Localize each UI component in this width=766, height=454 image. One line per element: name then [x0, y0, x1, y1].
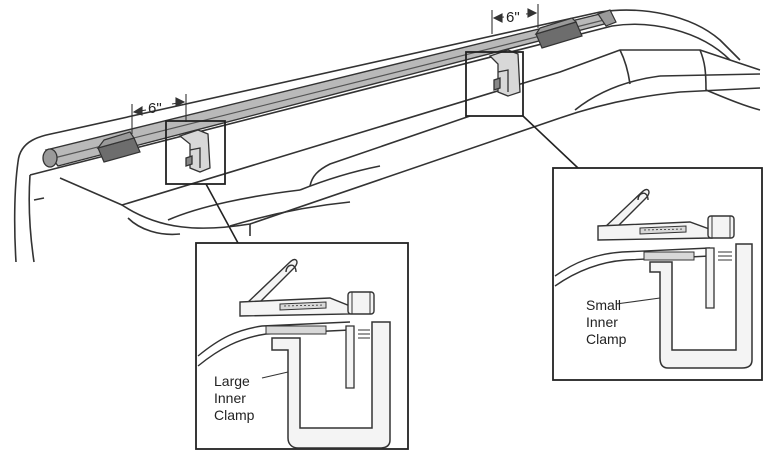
- label-small-inner-clamp: Small Inner Clamp: [586, 297, 627, 347]
- rail-end-cap-right: [597, 9, 617, 27]
- rail-end-cap: [42, 148, 58, 168]
- detail-panel-small-clamp: [552, 167, 763, 381]
- dimension-right-label: 6": [506, 9, 520, 26]
- dimension-right: [491, 4, 539, 34]
- label-large-inner-clamp: Large Inner Clamp: [214, 373, 255, 423]
- truck-bed: [13, 9, 761, 263]
- focus-box-left: [165, 120, 226, 185]
- dimension-left: [131, 94, 187, 134]
- rail-groove: [53, 19, 605, 159]
- dimension-left-label: 6": [148, 100, 162, 117]
- focus-box-right: [465, 51, 524, 117]
- rail-clamp-right: [488, 49, 521, 97]
- rail-bracket-left: [96, 131, 141, 163]
- detail-panel-large-clamp: [195, 242, 409, 450]
- rail-clamp-left: [178, 129, 211, 173]
- leader-left: [205, 183, 239, 244]
- rail-bracket-right: [534, 17, 583, 49]
- leader-right: [522, 115, 579, 169]
